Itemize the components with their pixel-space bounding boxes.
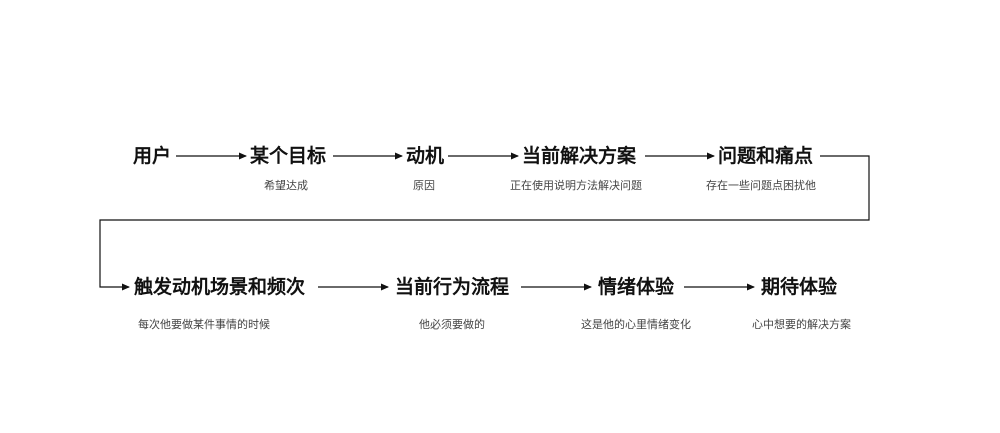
node-pain-points-caption: 存在一些问题点困扰他 [706,179,816,192]
node-emotion: 情绪体验 [598,276,675,298]
node-current-solution-caption: 正在使用说明方法解决问题 [510,179,642,192]
node-behavior-flow-caption: 他必须要做的 [419,318,485,331]
node-user: 用户 [133,145,172,167]
node-emotion-caption: 这是他的心里情绪变化 [581,318,691,331]
node-trigger-scene-caption: 每次他要做某件事情的时候 [138,318,270,331]
node-goal-caption: 希望达成 [264,179,308,192]
node-expectation-caption: 心中想要的解决方案 [752,318,851,331]
node-current-solution: 当前解决方案 [522,145,637,167]
node-behavior-flow: 当前行为流程 [395,276,510,298]
node-pain-points: 问题和痛点 [718,145,814,167]
node-expectation: 期待体验 [761,276,838,298]
node-motive: 动机 [406,145,445,167]
node-motive-caption: 原因 [413,179,435,192]
node-goal: 某个目标 [250,145,327,167]
arrow-wrap-to-row2 [99,155,870,291]
node-trigger-scene: 触发动机场景和频次 [134,276,306,298]
